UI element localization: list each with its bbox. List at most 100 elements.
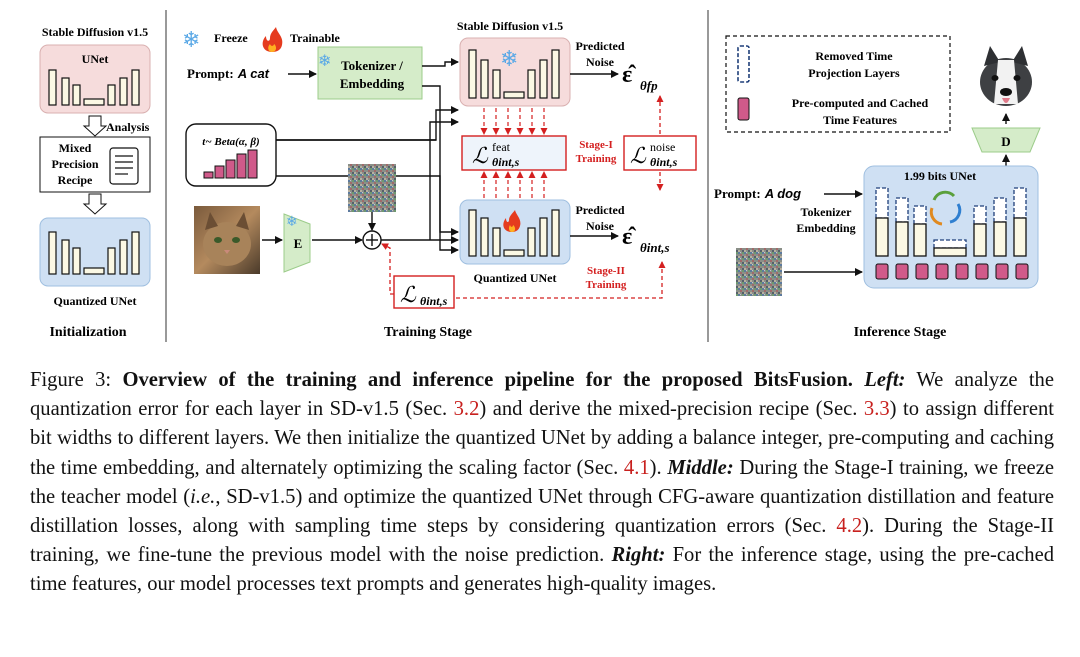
caption-left-text-3: ) to assign different bit widths to diff…	[30, 398, 1054, 479]
timestep-label: t~ Beta(α, β)	[202, 136, 259, 148]
encoder-snowflake-icon: ❄	[286, 215, 298, 230]
feature-loss-sup: feat	[492, 140, 511, 154]
caption-ref-3[interactable]: 4.1	[623, 456, 650, 479]
recipe-line-2: Precision	[51, 157, 98, 171]
decoder-trapezoid	[971, 127, 1041, 153]
teacher-predicted-line-1: Predicted	[575, 39, 624, 53]
legend-cached-line-2: Time Features	[823, 113, 897, 127]
tokenizer-box	[317, 46, 423, 100]
caption-left-text-2: ) and derive the mixed-precision recipe …	[479, 398, 858, 421]
dog-image	[972, 46, 1040, 112]
legend-trainable: Trainable	[290, 31, 340, 45]
bits-unet-box	[863, 165, 1039, 289]
teacher-output-epsilon: ε̂	[622, 62, 636, 88]
left-quantized-label: Quantized UNet	[54, 294, 137, 308]
figure-caption: Figure 3: Overview of the training and i…	[30, 366, 1054, 600]
left-unet-label: UNet	[82, 52, 109, 66]
caption-ref-2[interactable]: 3.3	[863, 398, 890, 421]
bits-unet-bars	[875, 187, 1027, 257]
stage2-link	[456, 261, 666, 299]
caption-ie: i.e.	[190, 485, 216, 508]
training-section-label: Training Stage	[384, 325, 472, 340]
stage2-line-2: Training	[586, 279, 627, 291]
decoder-label: D	[1001, 134, 1010, 149]
noise-loss-symbol: ℒ	[630, 143, 647, 168]
tokenizer-line-2: Embedding	[340, 76, 405, 91]
inference-tokenizer-line-2: Embedding	[796, 221, 855, 235]
recipe-line-1: Mixed	[59, 141, 92, 155]
recipe-line-3: Recipe	[58, 173, 93, 187]
snowflake-icon: ❄	[182, 27, 200, 52]
left-unet-bars	[48, 69, 140, 106]
inference-legend	[725, 35, 951, 133]
student-output-sub: θint,s	[640, 240, 670, 255]
noise-loss-sup: noise	[650, 140, 675, 154]
feature-links	[480, 108, 548, 198]
left-quantized-bars	[48, 231, 140, 275]
caption-left-text-1: We analyze the quantization error for ea…	[30, 369, 1054, 421]
teacher-predicted-line-2: Noise	[586, 55, 615, 69]
student-label: Quantized UNet	[474, 271, 557, 285]
recycle-icon	[929, 190, 962, 226]
noise-loss-box	[623, 135, 697, 171]
wire-plus-top	[429, 118, 459, 240]
training-panel: ❄ Freeze Trainable Prompt:A cat ❄ Tokeni…	[182, 19, 697, 340]
scroll-icon	[109, 147, 139, 185]
caption-left-label: Left:	[864, 369, 906, 391]
initialization-panel: Stable Diffusion v1.5 UNet Analysis Mixe…	[39, 25, 151, 340]
initialization-section-label: Initialization	[49, 325, 126, 340]
caption-ref-4[interactable]: 4.2	[836, 515, 863, 538]
stage2-loss-box	[393, 275, 455, 309]
tokenizer-line-1: Tokenizer /	[341, 58, 403, 73]
stage2-loss-sub: θint,s	[420, 294, 448, 308]
student-predicted-line-1: Predicted	[575, 203, 624, 217]
stage2-to-noise	[381, 243, 394, 295]
inference-noise-image	[736, 248, 782, 296]
feature-loss-symbol: ℒ	[472, 143, 489, 168]
fire-icon	[262, 27, 283, 52]
student-predicted-line-2: Noise	[586, 219, 615, 233]
inference-panel: Removed Time Projection Layers Pre-compu…	[714, 35, 1041, 340]
caption-title: Overview of the training and inference p…	[122, 369, 853, 391]
cached-features	[875, 263, 1029, 280]
analysis-label: Analysis	[106, 120, 150, 134]
caption-right-label: Right:	[611, 544, 666, 567]
figure-label: Figure 3:	[30, 369, 112, 391]
sd-title: Stable Diffusion v1.5	[457, 19, 563, 33]
student-unet-bars	[468, 209, 560, 257]
caption-middle-text-2: , SD-v1.5) and optimize the quantized UN…	[30, 485, 1054, 538]
caption-middle-label: Middle:	[667, 456, 734, 479]
noise-image	[348, 164, 396, 212]
stage2-line-1: Stage-II	[587, 265, 625, 277]
legend-removed-icon	[737, 45, 750, 83]
caption-right-text: For the inference stage, using the pre-c…	[30, 544, 1055, 596]
feature-loss-sub: θint,s	[492, 155, 520, 169]
timestep-bars	[203, 149, 258, 179]
teacher-output-sub: θfp	[640, 78, 658, 93]
quantize-arrow	[82, 193, 108, 215]
inference-section-label: Inference Stage	[854, 325, 947, 340]
student-output-epsilon: ε̂	[622, 224, 636, 250]
prompt-label: Prompt:A cat	[187, 66, 270, 81]
caption-middle-text-1: During the Stage-I training, we freeze t…	[30, 456, 1054, 508]
encoder-label: E	[294, 236, 303, 251]
student-fire-icon	[503, 210, 521, 232]
caption-left-text-4: ).	[649, 456, 662, 479]
legend-cached-icon	[737, 97, 750, 121]
inference-tokenizer-line-1: Tokenizer	[801, 205, 853, 219]
bits-unet-label: 1.99 bits UNet	[904, 169, 976, 183]
stage2-loss-symbol: ℒ	[400, 282, 417, 307]
teacher-snowflake-icon: ❄	[500, 46, 518, 71]
stage1-line-1: Stage-I	[579, 139, 613, 151]
caption-ref-1[interactable]: 3.2	[453, 398, 480, 421]
pipeline-figure: Stable Diffusion v1.5 UNet Analysis Mixe…	[39, 10, 1041, 342]
legend-removed-line-2: Projection Layers	[808, 66, 900, 80]
analysis-arrow	[82, 115, 108, 137]
noise-loss-sub: θint,s	[650, 155, 678, 169]
wire-tokenizer-bottom	[422, 85, 459, 236]
legend-freeze: Freeze	[214, 31, 248, 45]
stage1-line-2: Training	[576, 153, 617, 165]
wire-tokenizer-top	[422, 58, 459, 67]
feature-loss-box	[461, 135, 567, 171]
cat-image	[194, 206, 260, 274]
